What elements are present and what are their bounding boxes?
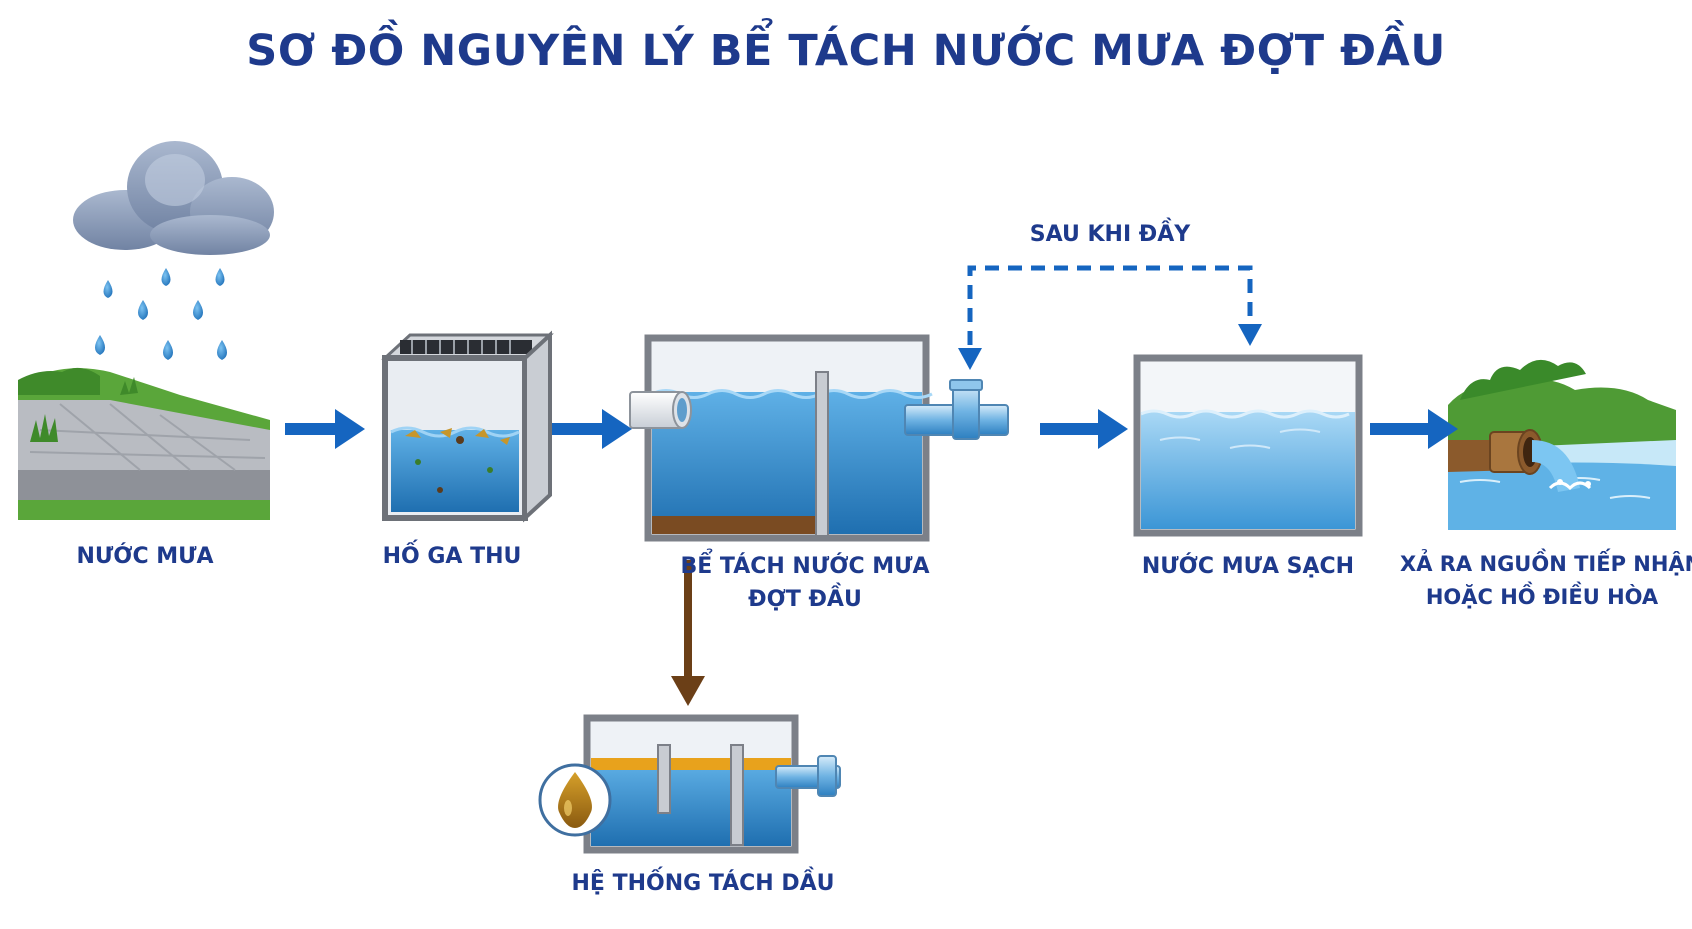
first-flush-tank-illustration: [629, 334, 1009, 542]
flow-arrow-separator-to-clean: [1040, 409, 1128, 449]
rain-cloud-icon: [73, 141, 274, 255]
label-catch-basin: HỐ GA THU: [382, 544, 522, 569]
flow-arrow-clean-to-discharge: [1370, 409, 1458, 449]
rain-node-illustration: [18, 141, 274, 520]
label-overflow: SAU KHI ĐẦY: [1029, 222, 1191, 247]
clean-water-tank-illustration: [1133, 354, 1363, 537]
overflow-dashed-arrow: [967, 265, 1253, 345]
flow-arrow-basin-to-separator: [552, 409, 632, 449]
flow-arrow-rain-to-basin: [285, 409, 365, 449]
sediment-arrow-to-oil-separator: [671, 560, 705, 706]
diagram-title: SƠ ĐỒ NGUYÊN LÝ BỂ TÁCH NƯỚC MƯA ĐỢT ĐẦU: [246, 26, 1446, 76]
label-discharge-line1: XẢ RA NGUỒN TIẾP NHẬN: [1400, 552, 1692, 576]
catch-basin-illustration: [381, 330, 554, 523]
outfall-illustration: [1448, 359, 1676, 530]
label-rain: NƯỚC MƯA: [76, 544, 214, 569]
label-discharge-line2: HOẶC HỒ ĐIỀU HÒA: [1425, 585, 1659, 609]
label-oil-separator: HỆ THỐNG TÁCH DẦU: [571, 871, 835, 896]
oil-separator-illustration: [538, 714, 841, 854]
label-separator-line2: ĐỢT ĐẦU: [748, 587, 862, 612]
label-clean-water: NƯỚC MƯA SẠCH: [1141, 554, 1355, 579]
raindrop-icons: [95, 268, 227, 360]
label-discharge: XẢ RA NGUỒN TIẾP NHẬN HOẶC HỒ ĐIỀU HÒA: [1400, 548, 1692, 614]
label-separator: BỂ TÁCH NƯỚC MƯA ĐỢT ĐẦU: [680, 550, 930, 616]
label-separator-line1: BỂ TÁCH NƯỚC MƯA: [680, 554, 930, 579]
